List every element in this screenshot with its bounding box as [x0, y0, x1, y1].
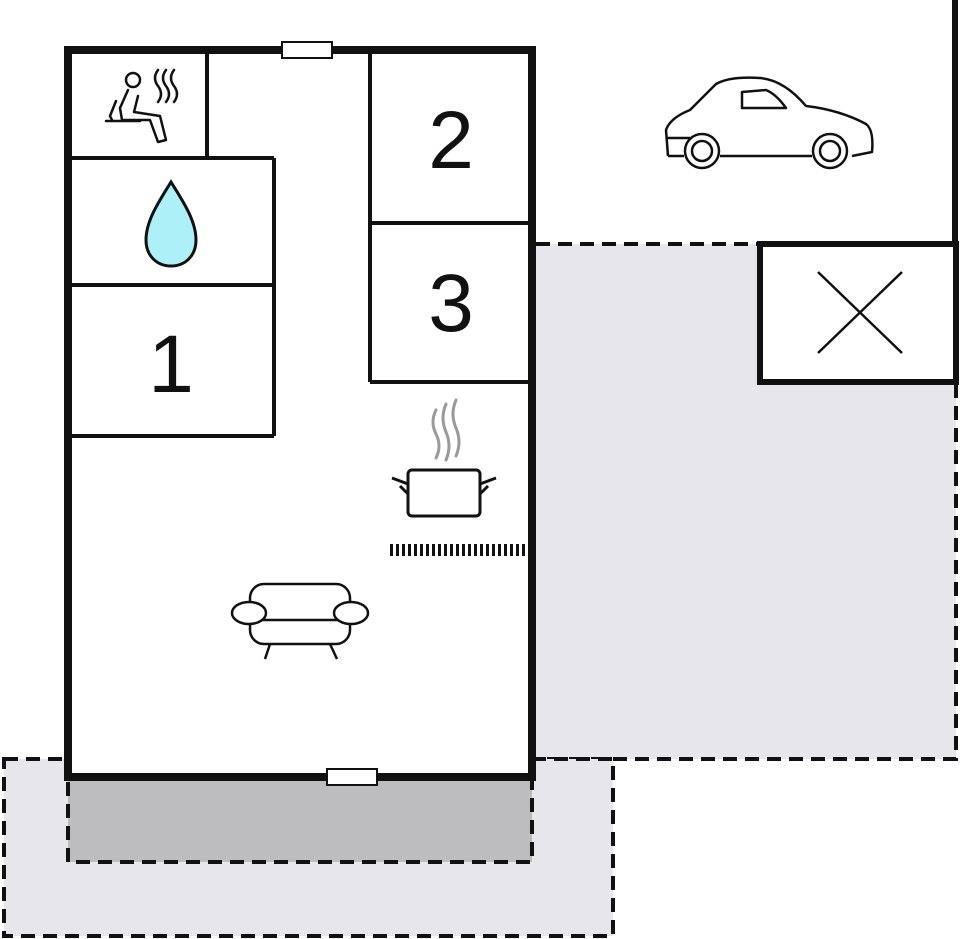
window-top [281, 41, 333, 59]
interior-walls [68, 50, 532, 438]
room-label-2: 2 [428, 95, 474, 186]
room-label-1: 1 [148, 319, 194, 410]
sauna-icon [104, 68, 179, 144]
storage-box [757, 241, 959, 385]
window-bottom [326, 768, 378, 786]
covered-terrace [66, 776, 534, 864]
cross-icon [817, 271, 903, 354]
room-label-3: 3 [428, 258, 474, 349]
house-outline [64, 46, 536, 781]
water-drop-icon [144, 179, 198, 268]
sofa-icon [230, 582, 370, 660]
car-icon [664, 76, 874, 170]
kitchen-pot-icon [391, 398, 497, 518]
